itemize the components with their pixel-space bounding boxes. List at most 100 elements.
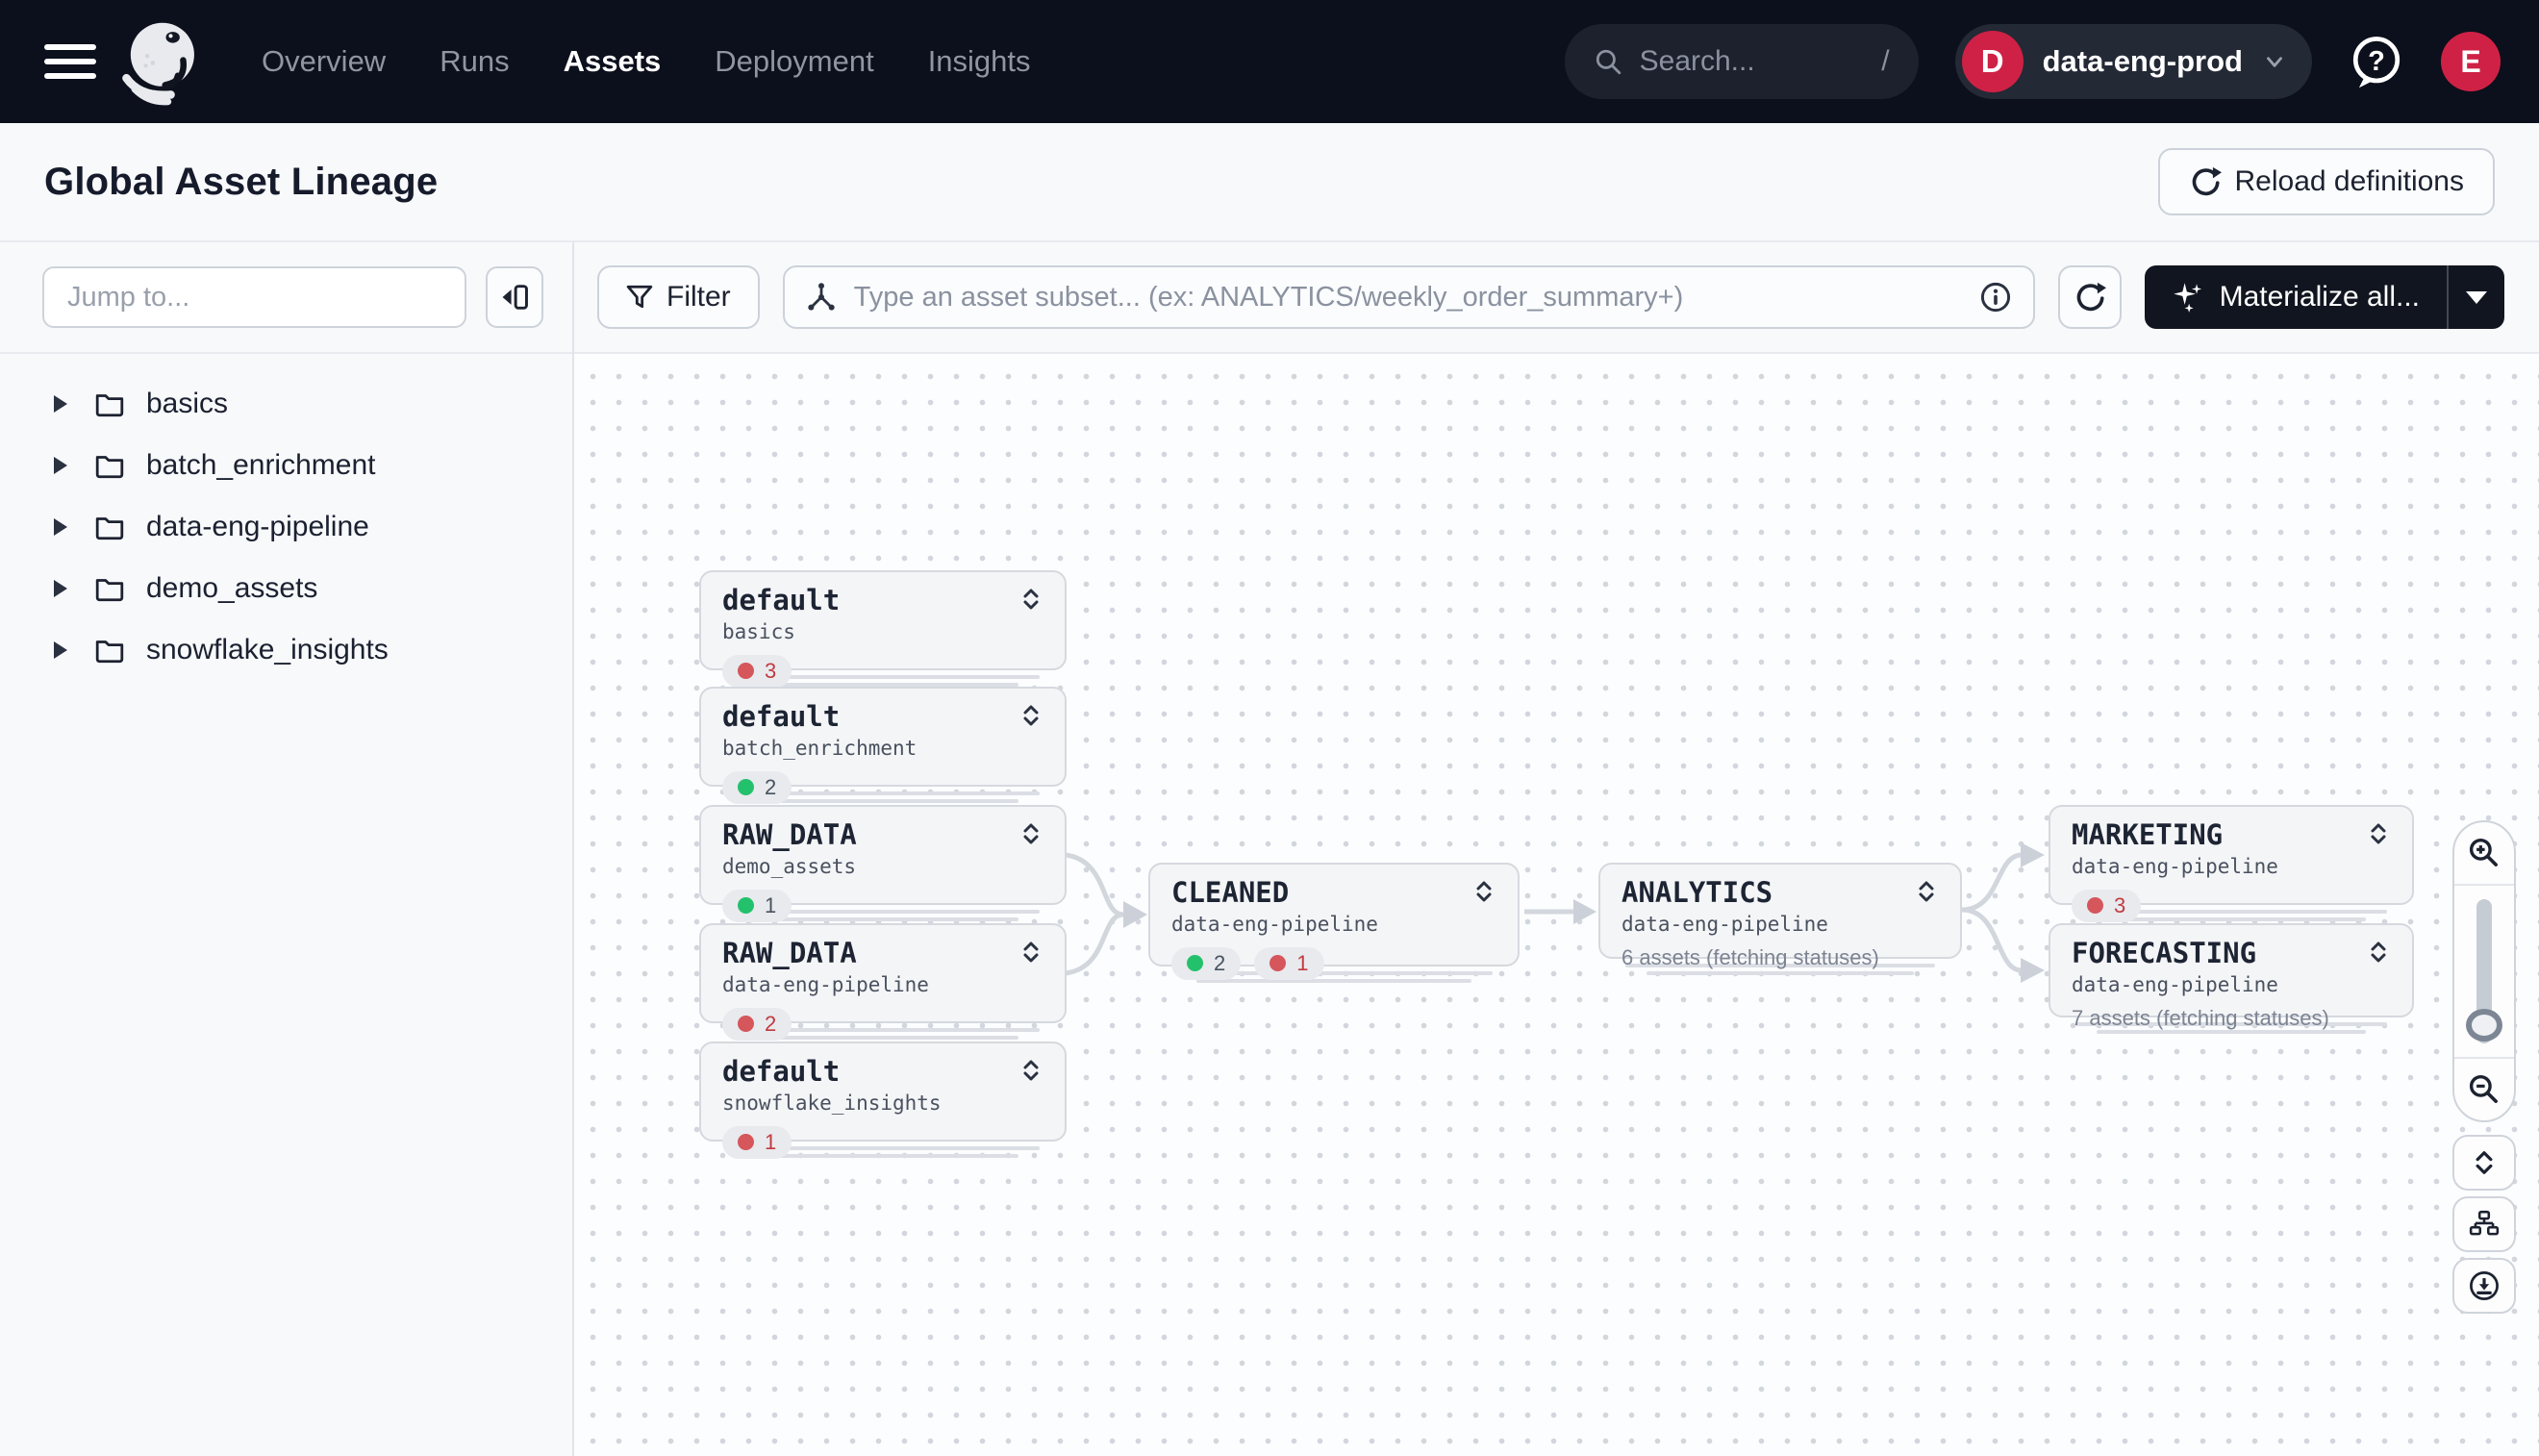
caret-right-icon[interactable] xyxy=(54,457,67,474)
group-node-card[interactable]: ANALYTICS data-eng-pipeline 6 assets (fe… xyxy=(1598,863,1962,969)
search-shortcut-hint: / xyxy=(1881,45,1890,77)
materialize-options-button[interactable] xyxy=(2449,265,2504,329)
status-badge: 3 xyxy=(722,654,792,688)
relayout-graph-button[interactable] xyxy=(2452,1196,2516,1252)
workspace: basics batch_enrichment data-eng-pipelin… xyxy=(0,242,2539,1456)
expand-node-icon[interactable] xyxy=(1018,1057,1043,1084)
status-dot-error xyxy=(738,1134,754,1151)
status-dot-error xyxy=(2087,897,2103,915)
refresh-graph-button[interactable] xyxy=(2057,265,2122,329)
group-node-data-eng-pipeline-raw-data: RAW_DATA data-eng-pipeline 2 xyxy=(699,923,1067,1041)
tree-item-demo-assets[interactable]: demo_assets xyxy=(0,558,572,619)
zoom-slider-thumb[interactable] xyxy=(2466,1009,2502,1042)
node-stack-shadow xyxy=(1196,979,1471,983)
caret-right-icon[interactable] xyxy=(54,518,67,536)
expand-node-icon[interactable] xyxy=(2366,939,2391,966)
hamburger-menu-icon[interactable] xyxy=(44,40,98,83)
group-node-snowflake-insights-default: default snowflake_insights 1 xyxy=(699,1042,1067,1159)
group-node-analytics: ANALYTICS data-eng-pipeline 6 assets (fe… xyxy=(1598,863,1962,975)
search-input[interactable] xyxy=(1637,44,1867,79)
sidebar-toolbar xyxy=(0,242,572,354)
reload-icon xyxy=(2189,165,2222,198)
status-badge: 3 xyxy=(2072,889,2142,922)
group-node-card[interactable]: default basics 3 xyxy=(699,570,1067,688)
lineage-main: Filter xyxy=(574,242,2539,1456)
deployment-badge: D xyxy=(1961,31,2024,92)
asset-subset-input-box[interactable] xyxy=(782,265,2035,329)
asset-subset-input[interactable] xyxy=(851,280,1964,314)
deployment-switcher[interactable]: D data-eng-prod xyxy=(1954,24,2312,99)
nav-insights[interactable]: Insights xyxy=(927,44,1031,78)
group-node-demo-assets-raw-data: RAW_DATA demo_assets 1 xyxy=(699,805,1067,922)
expand-node-icon[interactable] xyxy=(1018,586,1043,613)
zoom-out-button[interactable] xyxy=(2454,1059,2514,1120)
tree-item-batch-enrichment[interactable]: batch_enrichment xyxy=(0,435,572,496)
reload-definitions-button[interactable]: Reload definitions xyxy=(2157,148,2495,215)
split-button-divider xyxy=(2447,265,2449,329)
download-image-button[interactable] xyxy=(2452,1258,2516,1314)
status-dot-error xyxy=(738,663,754,680)
expand-node-icon[interactable] xyxy=(1018,820,1043,847)
tree-item-basics[interactable]: basics xyxy=(0,373,572,435)
user-avatar[interactable]: E xyxy=(2441,32,2501,91)
tree-item-data-eng-pipeline[interactable]: data-eng-pipeline xyxy=(0,496,572,558)
jump-to-input[interactable] xyxy=(42,266,466,328)
lineage-canvas[interactable]: default basics 3 default batch_enrichmen… xyxy=(574,354,2539,1456)
asset-graph-icon xyxy=(806,282,837,313)
filter-button[interactable]: Filter xyxy=(597,265,760,329)
status-badge: 2 xyxy=(1171,946,1242,980)
node-stack-shadow xyxy=(1175,971,1493,975)
info-icon[interactable] xyxy=(1979,281,2012,314)
status-dot-error xyxy=(1270,955,1287,972)
deployment-name: data-eng-prod xyxy=(2042,44,2243,78)
nav-overview[interactable]: Overview xyxy=(262,44,387,78)
expand-node-icon[interactable] xyxy=(1914,878,1939,905)
caret-down-icon xyxy=(2466,290,2487,304)
group-node-forecasting: FORECASTING data-eng-pipeline 7 assets (… xyxy=(2049,923,2414,1034)
nav-assets[interactable]: Assets xyxy=(563,44,662,78)
collapse-panel-button[interactable] xyxy=(486,266,543,328)
group-node-card[interactable]: FORECASTING data-eng-pipeline 7 assets (… xyxy=(2049,923,2414,1030)
folder-icon xyxy=(94,573,125,604)
expand-node-icon[interactable] xyxy=(2366,820,2391,847)
node-stack-shadow xyxy=(747,1036,1018,1040)
group-node-card[interactable]: CLEANED data-eng-pipeline 2 1 xyxy=(1148,863,1520,980)
group-node-card[interactable]: RAW_DATA demo_assets 1 xyxy=(699,805,1067,922)
help-icon[interactable]: ? xyxy=(2349,34,2404,89)
materialize-all-button[interactable]: Materialize all... xyxy=(2145,265,2447,329)
caret-right-icon[interactable] xyxy=(54,641,67,659)
folder-icon xyxy=(94,635,125,665)
tree-item-snowflake-insights[interactable]: snowflake_insights xyxy=(0,619,572,681)
group-node-card[interactable]: RAW_DATA data-eng-pipeline 2 xyxy=(699,923,1067,1041)
group-node-card[interactable]: default batch_enrichment 2 xyxy=(699,687,1067,804)
status-badge: 2 xyxy=(722,1007,792,1041)
group-node-batch-enrichment-default: default batch_enrichment 2 xyxy=(699,687,1067,804)
expand-collapse-all-button[interactable] xyxy=(2452,1135,2516,1191)
zoom-in-button[interactable] xyxy=(2454,822,2514,884)
group-node-card[interactable]: default snowflake_insights 1 xyxy=(699,1042,1067,1159)
zoom-slider[interactable] xyxy=(2454,884,2514,1059)
expand-node-icon[interactable] xyxy=(1018,702,1043,729)
svg-text:?: ? xyxy=(2368,46,2385,77)
caret-right-icon[interactable] xyxy=(54,395,67,413)
top-nav: Overview Runs Assets Deployment Insights… xyxy=(0,0,2539,123)
fetching-statuses-note: 6 assets (fetching statuses) xyxy=(1621,944,1879,969)
group-node-marketing: MARKETING data-eng-pipeline 3 xyxy=(2049,805,2414,922)
lineage-edges xyxy=(1065,842,2045,983)
status-badge: 1 xyxy=(722,889,792,922)
folder-icon xyxy=(94,389,125,419)
graph-toolbar: Filter xyxy=(574,242,2539,354)
search-icon xyxy=(1594,47,1622,76)
caret-right-icon[interactable] xyxy=(54,580,67,597)
nav-deployment[interactable]: Deployment xyxy=(715,44,874,78)
nav-runs[interactable]: Runs xyxy=(440,44,510,78)
group-node-card[interactable]: MARKETING data-eng-pipeline 3 xyxy=(2049,805,2414,922)
expand-node-icon[interactable] xyxy=(1471,878,1496,905)
expand-node-icon[interactable] xyxy=(1018,939,1043,966)
page-title: Global Asset Lineage xyxy=(44,160,439,203)
zoom-control xyxy=(2452,820,2516,1122)
node-stack-shadow xyxy=(726,1146,1040,1150)
global-search[interactable]: / xyxy=(1564,24,1919,99)
zoom-slider-track[interactable] xyxy=(2476,899,2492,1043)
